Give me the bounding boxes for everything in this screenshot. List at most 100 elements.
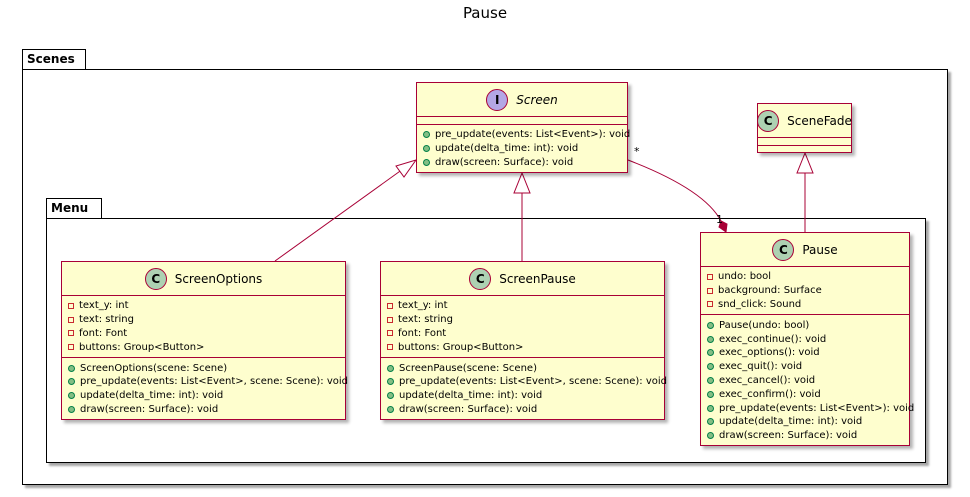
class-screen: I Screen pre_update(events: List<Event>)… [416, 82, 630, 173]
attribute-row: snd_click: Sound [707, 298, 903, 312]
diagram-title: Pause [462, 4, 508, 22]
edge-screenpause-arrowhead [513, 171, 531, 194]
method-row: update(delta_time: int): void [707, 415, 903, 429]
class-badge-icon: C [772, 238, 795, 261]
class-screen-attributes [417, 117, 627, 125]
package-scenes-label: Scenes [27, 52, 75, 66]
attribute-row: undo: bool [707, 270, 903, 284]
private-icon [387, 330, 393, 337]
public-icon [707, 335, 714, 343]
public-icon [707, 349, 714, 357]
multiplicity-target: 1 [716, 213, 723, 226]
method-row: exec_cancel(): void [707, 374, 903, 388]
method-row: draw(screen: Surface): void [423, 156, 621, 170]
public-icon [68, 405, 75, 413]
private-icon [68, 316, 74, 323]
method-row: Pause(undo: bool) [707, 318, 903, 332]
class-screenoptions-attributes: text_y: int text: string font: Font butt… [62, 296, 345, 359]
public-icon [68, 378, 75, 386]
public-icon [387, 364, 394, 372]
public-icon [707, 390, 714, 398]
private-icon [707, 301, 713, 308]
attribute-row: buttons: Group<Button> [387, 340, 658, 354]
class-badge-icon: C [469, 267, 492, 290]
class-scenefade-methods [758, 146, 851, 154]
class-pause-header: C Pause [701, 233, 909, 267]
class-pause-name: Pause [802, 242, 838, 257]
method-row: pre_update(events: List<Event>): void [423, 128, 630, 142]
method-row: ScreenPause(scene: Scene) [387, 361, 658, 375]
class-pause-methods: Pause(undo: bool) exec_continue(): void … [701, 315, 914, 445]
public-icon [707, 321, 714, 329]
attribute-row: text: string [68, 313, 339, 327]
method-row: draw(screen: Surface): void [68, 403, 339, 417]
package-menu-tab: Menu [46, 198, 102, 219]
class-screenpause: C ScreenPause text_y: int text: string f… [380, 261, 667, 420]
attribute-row: text: string [387, 313, 658, 327]
class-badge-icon: C [144, 267, 167, 290]
class-scenefade-attributes [758, 138, 851, 146]
public-icon [387, 378, 394, 386]
private-icon [68, 302, 74, 309]
interface-badge-icon: I [486, 88, 509, 111]
attribute-row: text_y: int [68, 299, 339, 313]
public-icon [707, 418, 714, 426]
class-screenpause-name: ScreenPause [499, 271, 576, 286]
method-row: exec_confirm(): void [707, 387, 903, 401]
class-screenoptions-name: ScreenOptions [174, 271, 263, 286]
public-icon [68, 392, 75, 400]
class-screen-methods: pre_update(events: List<Event>): void up… [417, 125, 630, 172]
edge-screen-pause-association [627, 159, 722, 222]
method-row: draw(screen: Surface): void [707, 429, 903, 443]
class-screenpause-attributes: text_y: int text: string font: Font butt… [381, 296, 664, 359]
public-icon [423, 158, 430, 166]
edge-screenoptions-arrowhead [395, 159, 418, 178]
multiplicity-source: * [634, 145, 640, 158]
attribute-row: text_y: int [387, 299, 658, 313]
private-icon [68, 330, 74, 337]
method-row: ScreenOptions(scene: Scene) [68, 361, 339, 375]
attribute-row: buttons: Group<Button> [68, 340, 339, 354]
edge-composition-diamond [718, 220, 728, 233]
public-icon [707, 432, 714, 440]
private-icon [387, 316, 393, 323]
class-pause: C Pause undo: bool background: Surface s… [700, 232, 914, 446]
public-icon [387, 405, 394, 413]
class-screenoptions: C ScreenOptions text_y: int text: string… [61, 261, 348, 420]
private-icon [707, 273, 713, 280]
method-row: pre_update(events: List<Event>, scene: S… [387, 375, 667, 389]
attribute-row: font: Font [387, 327, 658, 341]
public-icon [423, 131, 430, 139]
class-screenoptions-methods: ScreenOptions(scene: Scene) pre_update(e… [62, 358, 348, 419]
class-badge-icon: C [757, 109, 780, 132]
method-row: update(delta_time: int): void [423, 142, 621, 156]
method-row: draw(screen: Surface): void [387, 403, 658, 417]
method-row: exec_options(): void [707, 346, 903, 360]
attribute-row: background: Surface [707, 284, 903, 298]
package-scenes-tab: Scenes [22, 49, 86, 70]
class-screen-name: Screen [516, 92, 558, 107]
public-icon [68, 364, 75, 372]
package-menu-label: Menu [51, 201, 89, 215]
edge-screenoptions-screen [274, 168, 404, 262]
class-scenefade: C SceneFade [757, 103, 852, 153]
method-row: update(delta_time: int): void [68, 389, 339, 403]
method-row: update(delta_time: int): void [387, 389, 658, 403]
class-scenefade-header: C SceneFade [757, 104, 852, 138]
public-icon [707, 363, 714, 371]
class-screen-header: I Screen [417, 83, 627, 117]
method-row: pre_update(events: List<Event>, scene: S… [68, 375, 348, 389]
edge-pause-arrowhead [796, 151, 814, 174]
class-pause-attributes: undo: bool background: Surface snd_click… [701, 267, 909, 316]
method-row: exec_quit(): void [707, 360, 903, 374]
public-icon [707, 404, 714, 412]
private-icon [707, 287, 713, 294]
class-screenpause-header: C ScreenPause [381, 262, 664, 296]
public-icon [707, 376, 714, 384]
public-icon [423, 145, 430, 153]
method-row: pre_update(events: List<Event>): void [707, 401, 914, 415]
class-scenefade-name: SceneFade [787, 113, 852, 128]
class-screenpause-methods: ScreenPause(scene: Scene) pre_update(eve… [381, 358, 667, 419]
attribute-row: font: Font [68, 327, 339, 341]
